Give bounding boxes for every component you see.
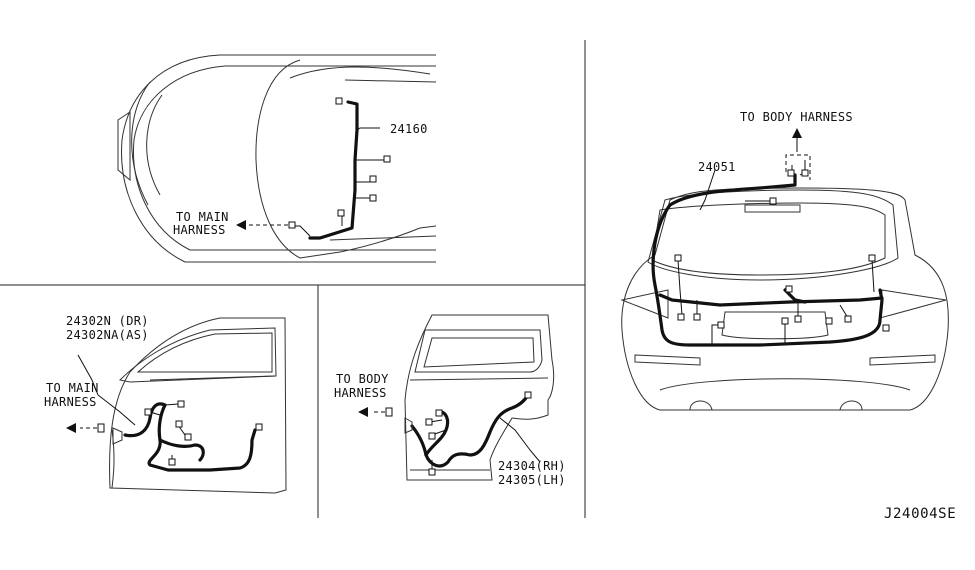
rear-door-to-body-label-line2: HARNESS (334, 386, 387, 400)
diagram-code: J24004SE (884, 506, 957, 522)
rear-door-illustration (404, 314, 555, 481)
rear-door-to-body-label-line1: TO BODY (336, 372, 389, 386)
to-main-harness-label-line2: HARNESS (173, 223, 226, 237)
roof-harness-24160 (236, 97, 391, 240)
part-number-24051: 24051 (698, 160, 736, 174)
front-door-to-main-label-line2: HARNESS (44, 395, 97, 409)
front-door-to-main-label-line1: TO MAIN (46, 381, 99, 395)
front-door-illustration (109, 317, 287, 494)
front-door-harness-24302 (66, 354, 263, 472)
part-number-24302n: 24302N (DR) (66, 314, 149, 328)
part-number-24160: 24160 (390, 122, 428, 136)
to-main-harness-label-line1: TO MAIN (176, 210, 229, 224)
car-roof-illustration (117, 54, 437, 263)
part-number-24305: 24305(LH) (498, 473, 566, 487)
part-number-24302na: 24302NA(AS) (66, 328, 149, 342)
back-door-to-body-label: TO BODY HARNESS (740, 110, 853, 124)
back-door-illustration (620, 187, 949, 411)
part-number-24304: 24304(RH) (498, 459, 566, 473)
back-door-harness-24051 (651, 128, 890, 347)
rear-door-harness-24304 (358, 391, 541, 476)
